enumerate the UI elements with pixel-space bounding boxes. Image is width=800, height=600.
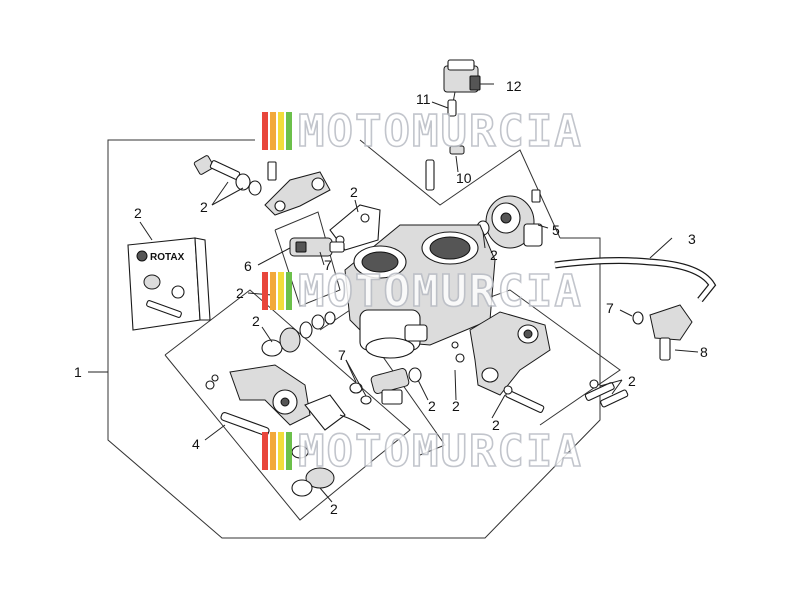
callout-2-springs-lower: 2: [330, 501, 338, 517]
watermark-stripe-4: [286, 272, 292, 310]
injector-lower-part: [349, 367, 422, 405]
callout-6: 6: [244, 258, 252, 274]
callout-12: 12: [506, 78, 522, 94]
callout-2-rail: 2: [452, 398, 460, 414]
watermark-stripe-1: [262, 432, 268, 470]
fuel-hose-part: [554, 257, 717, 303]
callout-1: 1: [74, 364, 82, 380]
fuel-rail-housing-part: [451, 311, 551, 396]
throttle-sensor-part: [476, 189, 543, 249]
callout-2-bracket: 2: [350, 184, 358, 200]
watermark-bottom: MOTOMURCIA: [262, 425, 583, 478]
watermark-stripe-1: [262, 272, 268, 310]
callout-2-bolts: 2: [200, 199, 208, 215]
spring-set-lower: [291, 414, 371, 497]
callout-3: 3: [688, 231, 696, 247]
callout-2-kit: 2: [134, 205, 142, 221]
screw-set-lower: [503, 385, 545, 413]
watermark-stripe-4: [286, 432, 292, 470]
throttle-body-part: [344, 224, 496, 359]
callout-7-injector-lower: 7: [338, 347, 346, 363]
callout-2-screws-right: 2: [628, 373, 636, 389]
watermark-stripe-2: [270, 272, 276, 310]
watermark-stripe-1: [262, 112, 268, 150]
watermark-middle: MOTOMURCIA: [262, 265, 583, 318]
leader-lines: [88, 83, 699, 503]
watermark-stripe-4: [286, 112, 292, 150]
screw-set-right: [584, 379, 629, 408]
rotax-kit-box: ROTAX: [127, 237, 211, 331]
callout-4: 4: [192, 436, 200, 452]
watermark-top: MOTOMURCIA: [262, 105, 583, 158]
watermark-text-top: MOTOMURCIA: [298, 106, 583, 157]
callout-2-sensor-ring: 2: [490, 247, 498, 263]
callout-10: 10: [456, 170, 472, 186]
watermark-stripe-3: [278, 272, 284, 310]
bolt-and-washer-set-top: [193, 155, 331, 216]
callout-7-injector-upper: 7: [324, 257, 332, 273]
sensor-connector-part: [443, 59, 481, 109]
throttle-linkage-part: [205, 364, 346, 437]
callout-5: 5: [552, 222, 560, 238]
watermark-stripe-3: [278, 432, 284, 470]
callout-2-screws-lower: 2: [492, 417, 500, 433]
watermark-text-middle: MOTOMURCIA: [298, 266, 583, 317]
watermark-stripe-2: [270, 432, 276, 470]
callout-7-regulator: 7: [606, 300, 614, 316]
rotax-kit-label: ROTAX: [150, 252, 185, 263]
callout-11: 11: [416, 91, 431, 107]
assembly-frame-outline: [107, 139, 601, 539]
watermark-stripe-3: [278, 112, 284, 150]
watermark-text-bottom: MOTOMURCIA: [298, 426, 583, 477]
callout-2-injector-ring: 2: [428, 398, 436, 414]
pressure-regulator-part: [632, 304, 693, 361]
callout-2-springs: 2: [252, 313, 260, 329]
vacuum-hose-part: [425, 145, 465, 191]
seal-ring-set-middle: [261, 311, 336, 357]
subassembly-frame-lower: [164, 289, 411, 521]
callout-8: 8: [700, 344, 708, 360]
watermark-stripe-2: [270, 112, 276, 150]
injector-upper-part: [289, 237, 345, 257]
callout-2-seals-left: 2: [236, 285, 244, 301]
